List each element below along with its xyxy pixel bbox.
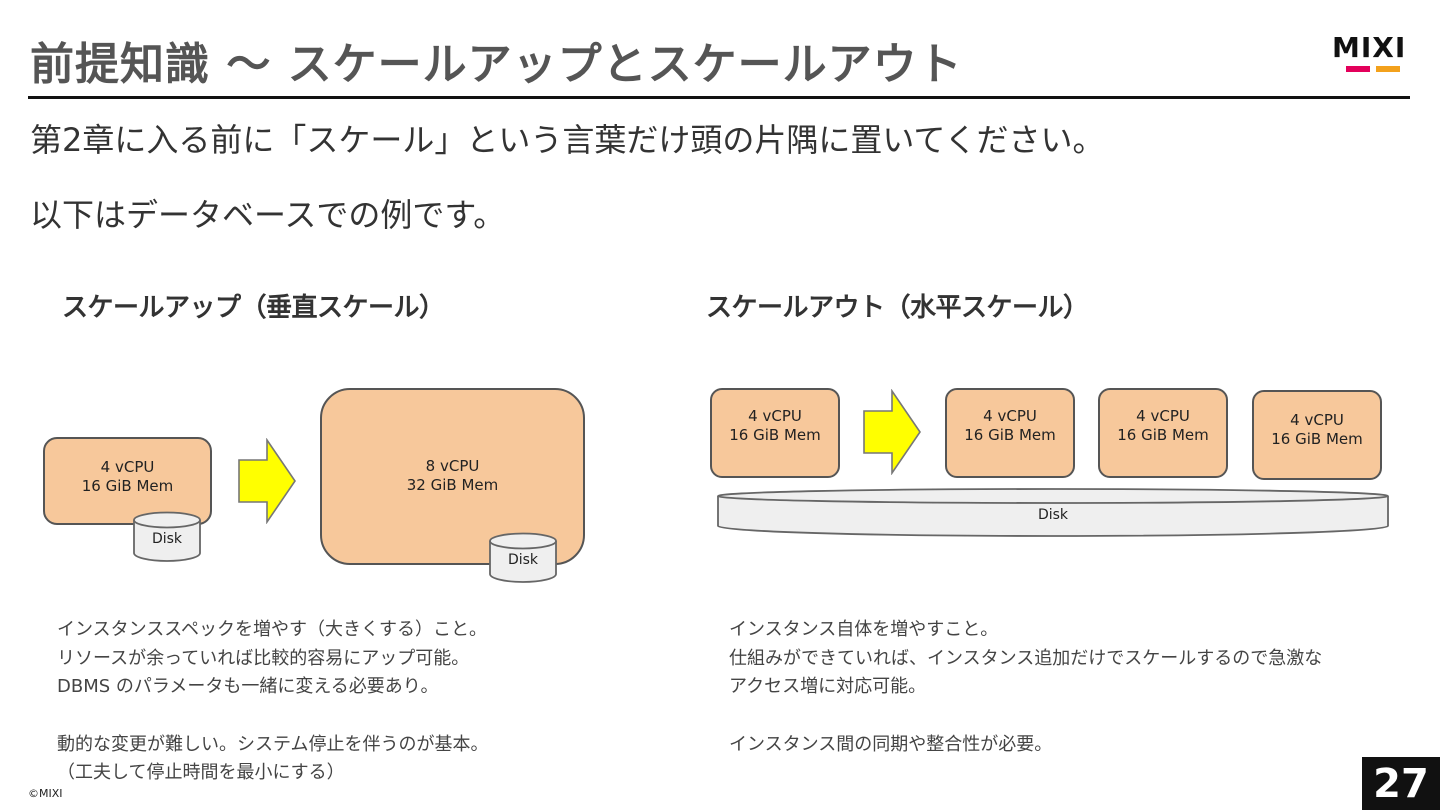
scale-out-instance: 4 vCPU 16 GiB Mem bbox=[1098, 388, 1228, 478]
scale-up-small-disk-icon bbox=[133, 511, 201, 562]
description-line: アクセス増に対応可能。 bbox=[729, 676, 927, 697]
scale-out-instance: 4 vCPU 16 GiB Mem bbox=[1252, 390, 1382, 480]
description-line: 仕組みができていれば、インスタンス追加だけでスケールするので急激な bbox=[729, 647, 1323, 669]
instance-cpu: 4 vCPU bbox=[1136, 407, 1190, 425]
title-divider bbox=[28, 96, 1410, 99]
instance-mem: 16 GiB Mem bbox=[1117, 426, 1209, 444]
scale-up-large-disk-label: Disk bbox=[507, 552, 539, 568]
copyright: ©MIXI bbox=[28, 787, 63, 800]
description-line: DBMS のパラメータも一緒に変える必要あり。 bbox=[57, 676, 439, 697]
description-line: リソースが余っていれば比較的容易にアップ可能。 bbox=[57, 647, 470, 669]
scale-up-large-disk-icon bbox=[489, 532, 557, 583]
scale-out-shared-disk-label: Disk bbox=[1037, 507, 1069, 523]
page-title: 前提知識 〜 スケールアップとスケールアウト bbox=[30, 39, 963, 90]
description-line: インスタンス自体を増やすこと。 bbox=[729, 619, 999, 640]
description-line: インスタンススペックを増やす（大きくする）こと。 bbox=[57, 619, 488, 640]
instance-mem: 32 GiB Mem bbox=[406, 475, 499, 494]
intro-line-1: 第2章に入る前に「スケール」という言葉だけ頭の片隅に置いてください。 bbox=[30, 121, 1105, 159]
instance-cpu: 4 vCPU bbox=[748, 407, 802, 425]
scale-up-small-disk-label: Disk bbox=[151, 531, 183, 547]
page-number: 27 bbox=[1362, 757, 1440, 810]
scale-up-heading: スケールアップ（垂直スケール） bbox=[62, 293, 445, 323]
scale-out-heading: スケールアウト（水平スケール） bbox=[706, 293, 1089, 323]
instance-cpu: 4 vCPU bbox=[983, 407, 1037, 425]
scale-up-small-instance: 4 vCPU 16 GiB Mem bbox=[43, 437, 212, 525]
instance-cpu: 4 vCPU bbox=[100, 458, 155, 476]
scale-out-description: インスタンス自体を増やすこと。 仕組みができていれば、インスタンス追加だけでスケ… bbox=[729, 616, 1322, 759]
description-line: インスタンス間の同期や整合性が必要。 bbox=[729, 733, 1053, 755]
intro-line-2: 以下はデータベースでの例です。 bbox=[30, 196, 506, 234]
scale-out-instance: 4 vCPU 16 GiB Mem bbox=[945, 388, 1075, 478]
description-line: 動的な変更が難しい。システム停止を伴うのが基本。 bbox=[57, 733, 489, 755]
instance-mem: 16 GiB Mem bbox=[964, 426, 1056, 444]
logo-text: MIXI bbox=[1332, 31, 1407, 64]
instance-mem: 16 GiB Mem bbox=[729, 426, 821, 444]
mixi-logo: MIXI bbox=[1332, 34, 1412, 76]
scale-out-source-instance: 4 vCPU 16 GiB Mem bbox=[710, 388, 840, 478]
instance-mem: 16 GiB Mem bbox=[81, 477, 174, 495]
instance-cpu: 8 vCPU bbox=[425, 456, 480, 475]
scale-out-shared-disk-icon bbox=[717, 488, 1389, 537]
instance-cpu: 4 vCPU bbox=[1290, 411, 1344, 429]
logo-bar-pink bbox=[1346, 66, 1370, 72]
scale-up-arrow-icon bbox=[238, 438, 296, 524]
scale-up-description: インスタンススペックを増やす（大きくする）こと。 リソースが余っていれば比較的容… bbox=[57, 616, 488, 788]
scale-out-arrow-icon bbox=[863, 389, 921, 475]
description-line: （工夫して停止時間を最小にする） bbox=[57, 762, 345, 783]
logo-bar-orange bbox=[1376, 66, 1400, 72]
instance-mem: 16 GiB Mem bbox=[1271, 430, 1363, 448]
